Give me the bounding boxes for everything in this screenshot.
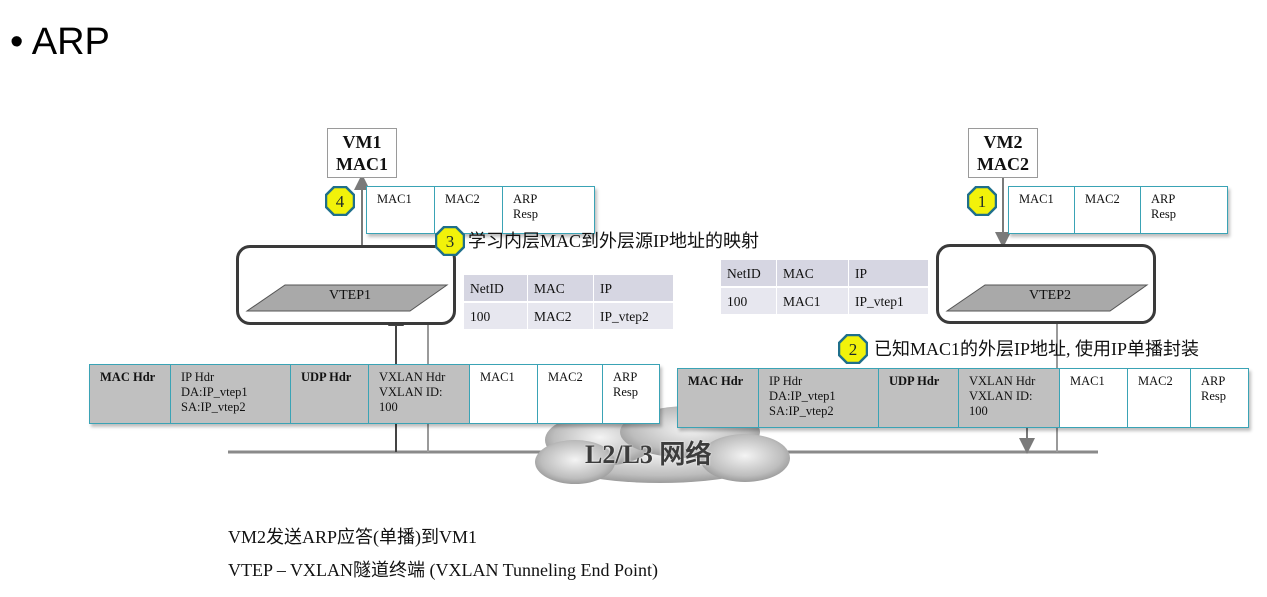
table-cell: 100 (721, 288, 777, 316)
packet-field: MAC1 (1060, 369, 1128, 427)
step-2-badge: 2 (838, 334, 868, 364)
packet-field: MAC2 (538, 365, 603, 423)
vtep1-label: VTEP1 (329, 288, 371, 303)
table-cell: 100 (464, 303, 528, 331)
step-4-badge: 4 (325, 186, 355, 216)
packet-field: MAC Hdr (678, 369, 759, 427)
caption-line-2: VTEP – VXLAN隧道终端 (VXLAN Tunneling End Po… (228, 560, 659, 580)
vtep2-plane (945, 284, 1149, 312)
step-2-note: 已知MAC1的外层IP地址, 使用IP单播封装 (874, 339, 1200, 359)
packet-field: IP Hdr DA:IP_vtep1 SA:IP_vtep2 (171, 365, 291, 423)
octagon-icon (838, 334, 868, 364)
vtep2-label: VTEP2 (1029, 288, 1071, 303)
slide-title: • ARP (10, 21, 110, 63)
packet-field: ARP Resp (1151, 192, 1176, 221)
inner-packet-right: MAC1 MAC2 ARP Resp (1008, 186, 1228, 234)
network-label: L2/L3 网络 (585, 440, 712, 469)
vm1-name: VM1 (342, 132, 382, 152)
packet-field: IP Hdr DA:IP_vtep1 SA:IP_vtep2 (759, 369, 879, 427)
vm1-box: VM1 MAC1 (327, 128, 397, 178)
outer-packet-left: MAC Hdr IP Hdr DA:IP_vtep1 SA:IP_vtep2 U… (89, 364, 660, 424)
inner-packet-left: MAC1 MAC2 ARP Resp (366, 186, 595, 234)
packet-field: MAC1 (367, 187, 435, 233)
packet-field: ARP Resp (513, 192, 538, 221)
table-cell: IP_vtep1 (849, 288, 929, 316)
step-3-badge: 3 (435, 226, 465, 256)
table-header: MAC (528, 275, 594, 303)
table-header: NetID (721, 260, 777, 288)
octagon-icon (325, 186, 355, 216)
mapping-table-left: NetID MAC IP 100 MAC2 IP_vtep2 (464, 274, 674, 331)
vm2-mac: MAC2 (977, 154, 1029, 174)
step-3-note: 学习内层MAC到外层源IP地址的映射 (468, 231, 760, 251)
vm1-mac: MAC1 (336, 154, 388, 174)
packet-field: MAC1 (1009, 187, 1075, 233)
table-header: IP (849, 260, 929, 288)
outer-packet-right: MAC Hdr IP Hdr DA:IP_vtep1 SA:IP_vtep2 U… (677, 368, 1249, 428)
step-1-badge: 1 (967, 186, 997, 216)
packet-field: MAC2 (435, 187, 503, 233)
octagon-icon (435, 226, 465, 256)
table-header: NetID (464, 275, 528, 303)
table-cell: IP_vtep2 (594, 303, 674, 331)
table-header: IP (594, 275, 674, 303)
step-number: 1 (977, 191, 987, 211)
network-cloud (535, 406, 790, 484)
packet-field: UDP Hdr (879, 369, 959, 427)
packet-field: UDP Hdr (291, 365, 369, 423)
vtep1-plane (245, 284, 449, 312)
caption-line-1: VM2发送ARP应答(单播)到VM1 (228, 527, 478, 547)
vm2-box: VM2 MAC2 (968, 128, 1038, 178)
packet-field: ARP Resp (1201, 374, 1226, 403)
packet-field: MAC2 (1075, 187, 1141, 233)
step-number: 4 (335, 191, 345, 211)
table-cell: MAC1 (777, 288, 849, 316)
mapping-table-right: NetID MAC IP 100 MAC1 IP_vtep1 (721, 259, 929, 316)
octagon-icon (967, 186, 997, 216)
table-cell: MAC2 (528, 303, 594, 331)
packet-field: MAC Hdr (90, 365, 171, 423)
packet-field: VXLAN Hdr VXLAN ID: 100 (369, 365, 470, 423)
vm2-name: VM2 (983, 132, 1023, 152)
packet-field: MAC2 (1128, 369, 1191, 427)
step-number: 2 (848, 339, 858, 359)
packet-field: MAC1 (470, 365, 538, 423)
table-header: MAC (777, 260, 849, 288)
packet-field: VXLAN Hdr VXLAN ID: 100 (959, 369, 1060, 427)
packet-field: ARP Resp (613, 370, 638, 399)
step-number: 3 (445, 231, 455, 251)
